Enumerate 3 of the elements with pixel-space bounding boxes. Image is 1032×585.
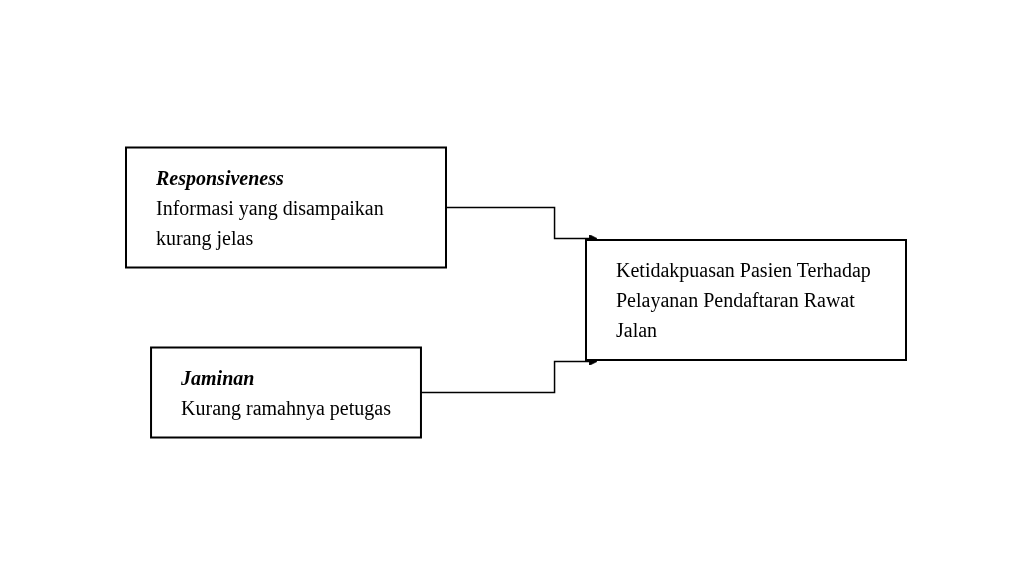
- node-box: Jaminan Kurang ramahnya petugas: [150, 346, 422, 439]
- node-box: Responsiveness Informasi yang disampaikan kurang jelas: [125, 146, 447, 269]
- node-box: Ketidakpuasan Pasien Terhadap Pelayanan Pendaftaran Rawat Jalan: [585, 239, 907, 361]
